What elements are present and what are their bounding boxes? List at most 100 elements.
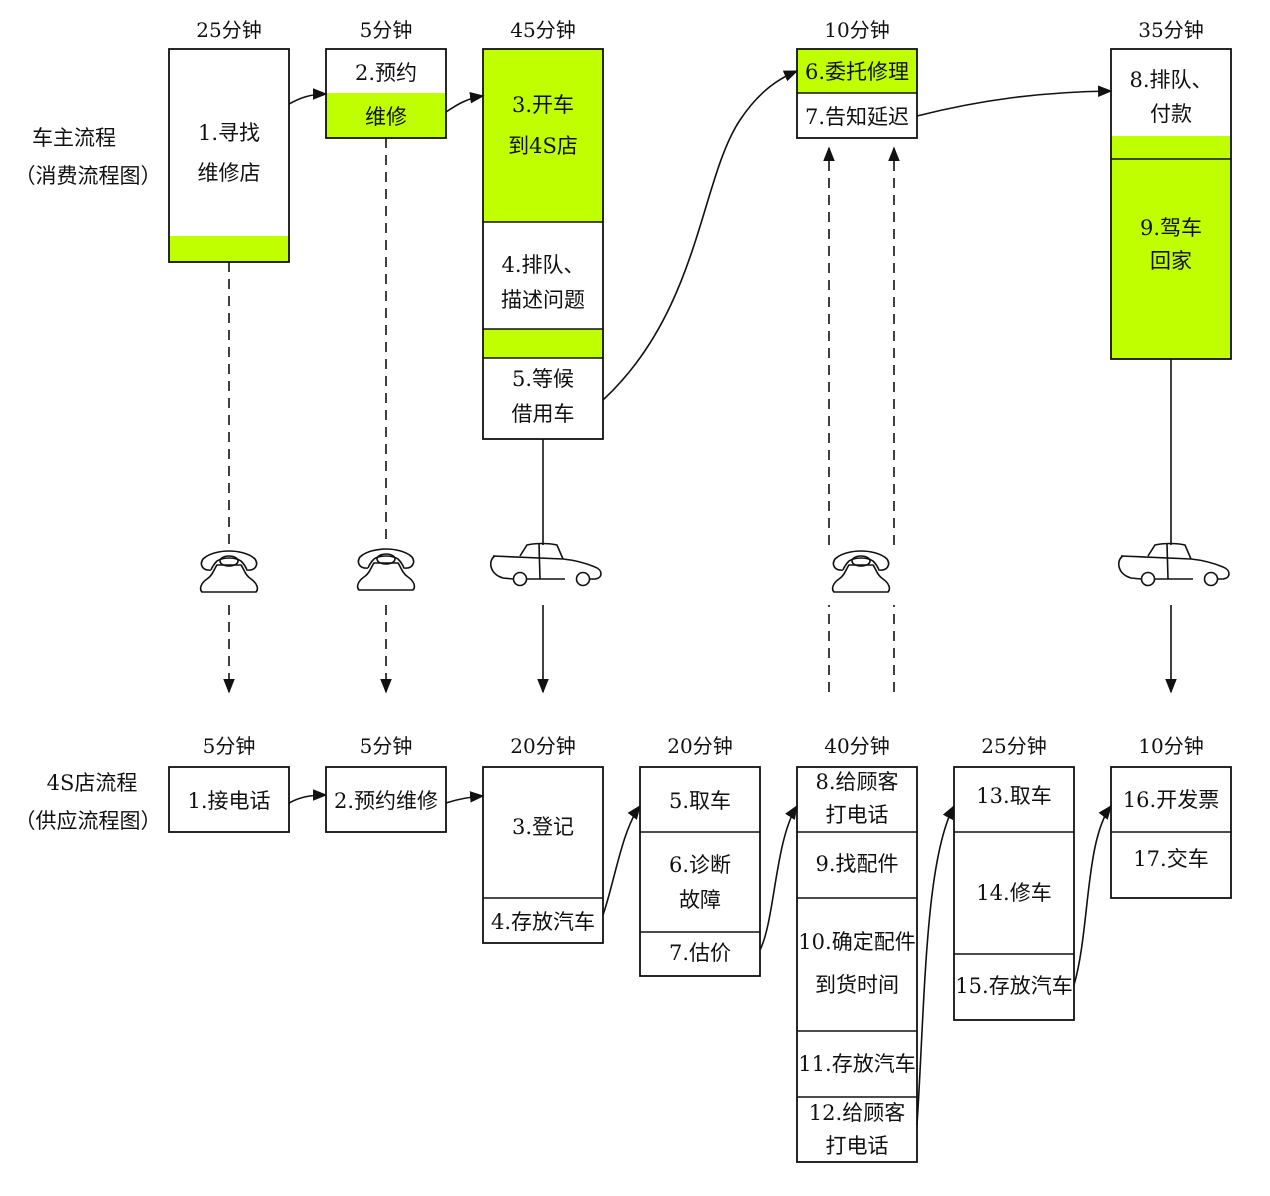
- step-label: 17.交车: [1133, 847, 1208, 871]
- step-label: 6.诊断: [669, 853, 731, 877]
- step-box-border: [168, 48, 290, 263]
- duration-label: 20分钟: [510, 734, 575, 758]
- highlight-band: [797, 49, 917, 93]
- vertical-connectors: [223, 138, 1177, 694]
- step-label: 维修: [365, 105, 407, 129]
- step-label: 16.开发票: [1123, 788, 1219, 812]
- shop-step-7: 10分钟 16.开发票 17.交车: [1110, 734, 1232, 899]
- step-label: 15.存放汽车: [955, 974, 1072, 998]
- step-box-border: [1110, 766, 1232, 899]
- step-label: 13.取车: [976, 784, 1051, 808]
- flow-arrow: [445, 791, 485, 804]
- duration-label: 5分钟: [360, 18, 413, 42]
- step-label: 9.找配件: [815, 852, 898, 876]
- flow-arrow: [759, 804, 798, 951]
- step-label: 2.预约维修: [334, 789, 438, 813]
- duration-label: 25分钟: [196, 18, 261, 42]
- duration-label: 5分钟: [360, 734, 413, 758]
- step-label: 维修店: [198, 161, 261, 185]
- owner-lane-label: 车主流程 （消费流程图）: [15, 126, 162, 188]
- step-label: 描述问题: [501, 288, 585, 312]
- duration-label: 35分钟: [1138, 18, 1203, 42]
- step-label: 4.存放汽车: [491, 910, 595, 934]
- step-label: 2.预约: [355, 61, 417, 85]
- owner-lane-title: 车主流程: [32, 126, 116, 150]
- step-label: 打电话: [826, 803, 889, 827]
- shop-step-5: 40分钟8.给顾客打电话9.找配件10.确定配件到货时间11.存放汽车12.给顾…: [796, 734, 918, 1163]
- highlight-band: [483, 329, 603, 358]
- highlight-band: [1111, 136, 1231, 159]
- step-label: 5.等候: [512, 367, 574, 391]
- step-label: 1.接电话: [187, 789, 270, 813]
- step-label: 3.登记: [512, 815, 574, 839]
- duration-label: 10分钟: [1138, 734, 1203, 758]
- shop-flow-arrows: [288, 789, 1112, 1126]
- step-label: 14.修车: [976, 881, 1051, 905]
- step-label: 故障: [679, 888, 721, 912]
- shop-step-1: 5分钟 1.接电话: [168, 734, 290, 833]
- flow-arrow: [602, 70, 799, 401]
- shop-lane-title: 4S店流程: [47, 771, 138, 795]
- shop-step-3: 20分钟 3.登记 4.存放汽车: [482, 734, 604, 944]
- step-label: 打电话: [826, 1134, 889, 1158]
- highlight-band: [1111, 159, 1231, 359]
- duration-label: 45分钟: [510, 18, 575, 42]
- step-box-border: [796, 766, 918, 1163]
- owner-lane-subtitle: （消费流程图）: [15, 164, 162, 188]
- flow-arrow: [1073, 804, 1112, 986]
- highlight-band: [169, 236, 289, 262]
- step-label: 到4S店: [508, 134, 578, 158]
- step-label: 6.委托修理: [805, 60, 909, 84]
- car-icon: [489, 542, 602, 587]
- step-label: 付款: [1150, 102, 1192, 126]
- step-label: 7.告知延迟: [805, 105, 909, 129]
- owner-flow-arrows: [288, 70, 1113, 401]
- duration-label: 25分钟: [981, 734, 1046, 758]
- step-box-border: [168, 766, 290, 833]
- flow-arrow: [288, 789, 328, 804]
- step-label: 到货时间: [815, 973, 899, 997]
- telephone-icon: [831, 550, 891, 593]
- shop-lane-label: 4S店流程 （供应流程图）: [15, 771, 162, 833]
- step-label: 7.估价: [669, 941, 731, 965]
- flow-arrow: [916, 804, 955, 1126]
- step-label: 8.给顾客: [815, 770, 898, 794]
- owner-step-4: 10分钟 6.委托修理 7.告知延迟: [796, 18, 918, 139]
- step-label: 12.给顾客: [809, 1101, 905, 1125]
- duration-label: 5分钟: [203, 734, 256, 758]
- shop-step-2: 5分钟 2.预约维修: [325, 734, 447, 833]
- flow-arrow: [602, 804, 641, 916]
- step-label: 3.开车: [512, 93, 574, 117]
- shop-step-6: 25分钟 13.取车 14.修车 15.存放汽车: [953, 734, 1075, 1021]
- step-box-border: [796, 48, 918, 139]
- telephone-icon: [356, 548, 416, 591]
- car-icon: [1117, 542, 1230, 587]
- duration-label: 10分钟: [824, 18, 889, 42]
- flow-arrow: [916, 85, 1113, 117]
- step-box-border: [482, 766, 604, 944]
- step-label: 10.确定配件: [798, 930, 915, 954]
- step-label: 1.寻找: [198, 121, 260, 145]
- step-label: 4.排队、: [501, 253, 584, 277]
- highlight-band: [483, 49, 603, 222]
- duration-label: 20分钟: [667, 734, 732, 758]
- flow-arrow: [288, 88, 328, 105]
- step-label: 回家: [1150, 249, 1192, 273]
- step-label: 借用车: [512, 402, 575, 426]
- step-label: 5.取车: [669, 789, 731, 813]
- highlight-band: [326, 93, 446, 138]
- telephone-icon: [199, 550, 259, 593]
- owner-step-2: 5分钟 2.预约维修: [325, 18, 447, 139]
- duration-label: 40分钟: [824, 734, 889, 758]
- step-box-border: [639, 766, 761, 977]
- shop-process-steps: 5分钟 1.接电话 5分钟 2.预约维修 20分钟 3.登记 4.存放汽车 20分钟 5.取车 6…: [168, 734, 1232, 1163]
- step-label: 8.排队、: [1129, 68, 1212, 92]
- step-box-border: [953, 766, 1075, 1021]
- step-label: 9.驾车: [1140, 216, 1202, 240]
